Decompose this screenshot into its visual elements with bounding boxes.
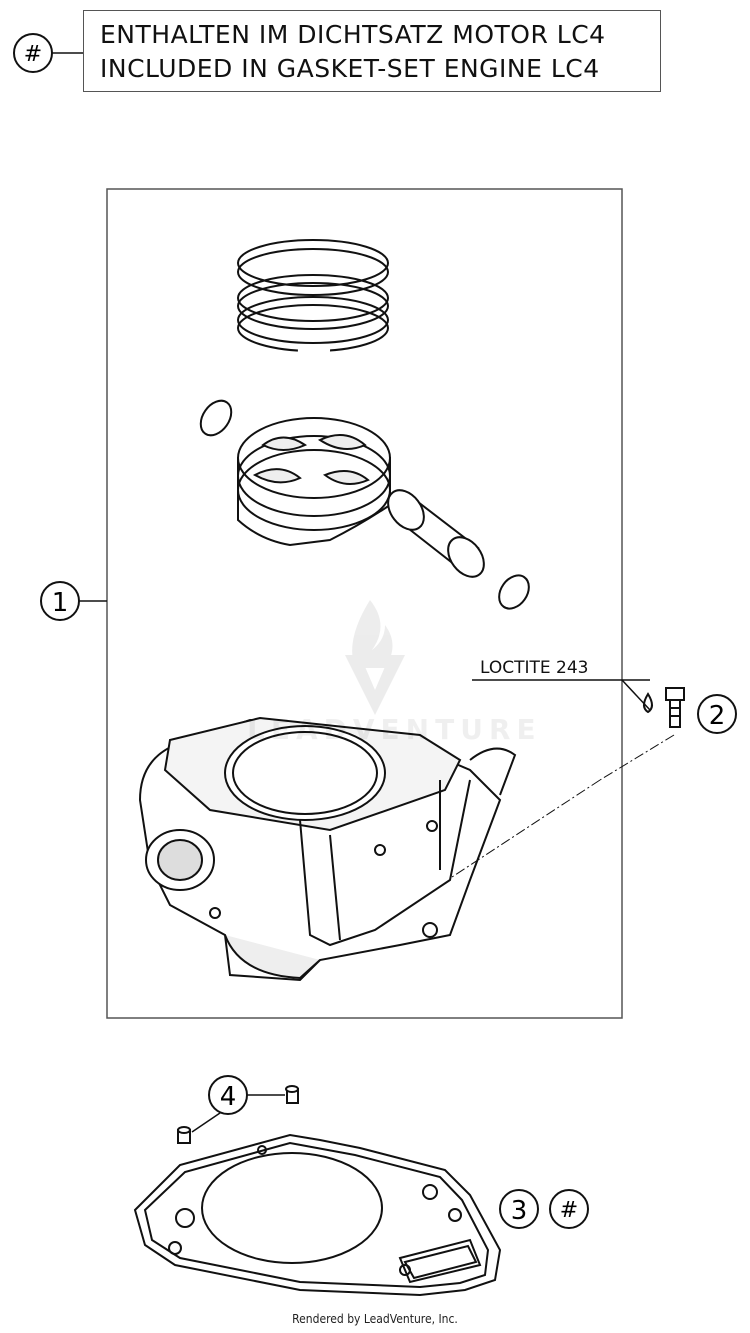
legend-box: ENTHALTEN IM DICHTSATZ MOTOR LC4 INCLUDE… [83,10,661,92]
callout-4-label: 4 [220,1082,237,1112]
callout-3-marker: # [549,1189,589,1229]
loctite-note: LOCTITE 243 [480,658,589,678]
callout-3-label: 3 [511,1196,528,1226]
circlip-left [199,399,233,437]
screw-leader [451,679,675,878]
cylinder-base-gasket [133,1133,502,1297]
callout-4: 4 [191,1075,285,1133]
cylinder-kit-frame [106,188,623,1019]
watermark-text: LEADVENTURE [247,713,542,746]
watermark-logo [345,600,405,715]
callout-2: 2 [697,694,737,734]
callout-1: 1 [40,581,107,621]
footer-credit: Rendered by LeadVenture, Inc. [292,1312,458,1326]
callout-2-label: 2 [709,701,726,731]
cylinder [138,716,517,982]
piston-rings [237,239,389,354]
legend-text-english: INCLUDED IN GASKET-SET ENGINE LC4 [100,54,600,83]
screw [665,687,685,728]
loctite-drop [643,692,653,714]
legend-marker-label: # [24,42,42,67]
piston [237,417,391,547]
piston-pin [387,489,485,578]
callout-1-label: 1 [52,588,69,618]
circlip-right [498,574,530,610]
legend-marker: # [13,33,83,73]
callout-3-marker-label: # [560,1198,578,1223]
dowel-pins [177,1085,299,1144]
legend-text-german: ENTHALTEN IM DICHTSATZ MOTOR LC4 [100,20,606,49]
callout-3: 3 [499,1189,539,1229]
